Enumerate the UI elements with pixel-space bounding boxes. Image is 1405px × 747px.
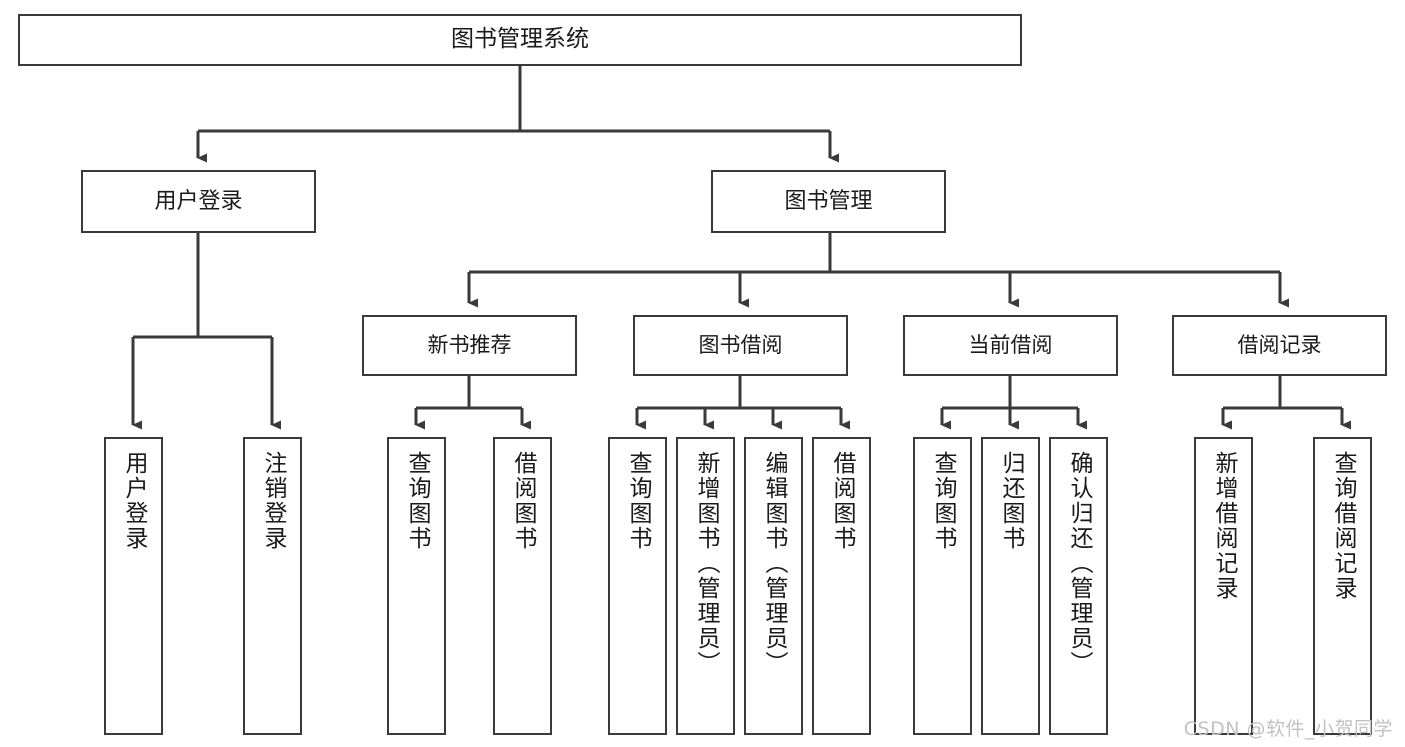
node-leaf-edit-book-label: 编辑图书（管理员） (761, 451, 787, 676)
node-book-manage-label: 图书管理 (784, 188, 873, 214)
node-leaf-query-book-1[interactable]: 查询图书 (387, 437, 446, 735)
node-new-book-recommend-label: 新书推荐 (427, 333, 512, 358)
node-leaf-query-book-3-label: 查询图书 (930, 451, 956, 551)
node-borrow-record-label: 借阅记录 (1237, 333, 1322, 358)
node-leaf-user-login-label: 用户登录 (121, 451, 147, 551)
node-leaf-query-book-3[interactable]: 查询图书 (913, 437, 972, 735)
node-leaf-query-book-2[interactable]: 查询图书 (608, 437, 667, 735)
node-root-system[interactable]: 图书管理系统 (18, 14, 1022, 66)
node-leaf-return-book-label: 归还图书 (998, 451, 1024, 551)
node-root-system-label: 图书管理系统 (451, 26, 589, 53)
node-leaf-query-book-1-label: 查询图书 (404, 451, 430, 551)
node-leaf-borrow-book-1-label: 借阅图书 (510, 451, 536, 551)
node-leaf-user-login[interactable]: 用户登录 (104, 437, 163, 735)
node-book-manage[interactable]: 图书管理 (711, 170, 946, 233)
csdn-watermark: CSDN @软件_小贺同学 (1183, 718, 1393, 740)
node-leaf-confirm-return[interactable]: 确认归还（管理员） (1049, 437, 1108, 735)
node-book-borrow-label: 图书借阅 (698, 333, 783, 358)
node-leaf-edit-book[interactable]: 编辑图书（管理员） (744, 437, 803, 735)
node-leaf-user-logout-label: 注销登录 (260, 451, 286, 551)
node-leaf-add-record-label: 新增借阅记录 (1211, 451, 1237, 601)
node-current-borrow[interactable]: 当前借阅 (903, 315, 1118, 376)
node-leaf-confirm-return-label: 确认归还（管理员） (1066, 451, 1092, 676)
node-leaf-query-record[interactable]: 查询借阅记录 (1313, 437, 1372, 735)
node-book-borrow[interactable]: 图书借阅 (633, 315, 848, 376)
node-user-login-label: 用户登录 (154, 188, 243, 214)
node-leaf-query-book-2-label: 查询图书 (625, 451, 651, 551)
node-leaf-borrow-book-1[interactable]: 借阅图书 (493, 437, 552, 735)
node-leaf-borrow-book-2[interactable]: 借阅图书 (812, 437, 871, 735)
node-leaf-add-book[interactable]: 新增图书（管理员） (676, 437, 735, 735)
node-leaf-user-logout[interactable]: 注销登录 (243, 437, 302, 735)
node-leaf-return-book[interactable]: 归还图书 (981, 437, 1040, 735)
node-user-login[interactable]: 用户登录 (81, 170, 316, 233)
node-leaf-add-book-label: 新增图书（管理员） (693, 451, 719, 676)
node-leaf-add-record[interactable]: 新增借阅记录 (1194, 437, 1253, 735)
node-current-borrow-label: 当前借阅 (968, 333, 1053, 358)
node-new-book-recommend[interactable]: 新书推荐 (362, 315, 577, 376)
node-borrow-record[interactable]: 借阅记录 (1172, 315, 1387, 376)
node-leaf-borrow-book-2-label: 借阅图书 (829, 451, 855, 551)
node-leaf-query-record-label: 查询借阅记录 (1330, 451, 1356, 601)
